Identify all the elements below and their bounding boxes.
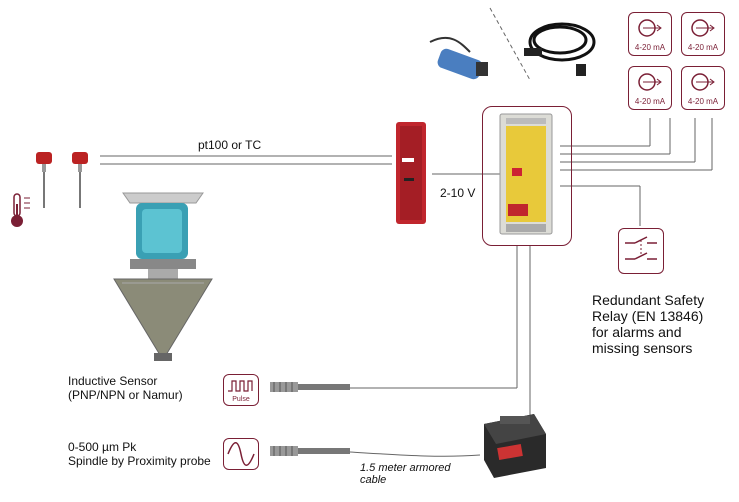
inductive-sensor-probe	[270, 382, 350, 392]
cable-label: 1.5 meter armored cable	[360, 462, 450, 486]
proximity-driver-device	[484, 414, 546, 478]
inductive-sensor-label: Inductive Sensor (PNP/NPN or Namur)	[68, 374, 183, 402]
output-4-20ma-2: 4-20 mA	[681, 12, 725, 56]
current-output-icon	[691, 73, 715, 91]
current-output-icon	[638, 19, 662, 37]
pt100-label: pt100 or TC	[198, 138, 262, 152]
output-4-20ma-1: 4-20 mA	[628, 12, 672, 56]
cone-machine	[113, 192, 213, 361]
relay-line-2: Relay (EN 13846)	[592, 308, 704, 324]
current-output-icon	[691, 19, 715, 37]
relay-switch-icon	[625, 236, 657, 260]
current-output-icon	[638, 73, 662, 91]
proximity-line-2: Spindle by Proximity probe	[68, 454, 211, 468]
cable-line-2: cable	[360, 474, 387, 486]
inductive-line-1: Inductive Sensor	[68, 374, 158, 388]
output-label: 4-20 mA	[687, 43, 719, 52]
thermometer-icon	[11, 193, 30, 227]
pulse-label: Pulse	[232, 396, 250, 403]
pch-controller-device	[499, 113, 553, 235]
sine-box	[223, 438, 259, 470]
usb-cable-image	[524, 22, 596, 76]
relay-line-4: missing sensors	[592, 340, 693, 356]
controller-frame	[482, 106, 572, 246]
output-4-20ma-3: 4-20 mA	[628, 66, 672, 110]
relay-box	[618, 228, 664, 274]
output-label: 4-20 mA	[634, 43, 666, 52]
relay-line-3: for alarms and	[592, 324, 682, 340]
output-4-20ma-4: 4-20 mA	[681, 66, 725, 110]
voltage-label: 2-10 V	[440, 186, 476, 200]
pulse-wave-icon	[228, 380, 253, 392]
proximity-probe	[270, 446, 350, 456]
proximity-line-1: 0-500 µm Pk	[68, 440, 137, 454]
output-label: 4-20 mA	[634, 97, 666, 106]
pulse-box: Pulse	[223, 374, 259, 406]
relay-description: Redundant Safety Relay (EN 13846) for al…	[592, 292, 704, 356]
usb-adapter-image	[429, 36, 488, 80]
relay-line-1: Redundant Safety	[592, 292, 705, 308]
proximity-probe-label: 0-500 µm Pk Spindle by Proximity probe	[68, 440, 211, 468]
output-label: 4-20 mA	[687, 97, 719, 106]
signal-converter-device	[396, 122, 426, 224]
cable-line-1: 1.5 meter armored	[360, 462, 451, 474]
inductive-line-2: (PNP/NPN or Namur)	[68, 388, 183, 402]
sine-wave-icon	[227, 442, 255, 466]
temperature-probes	[36, 152, 88, 208]
